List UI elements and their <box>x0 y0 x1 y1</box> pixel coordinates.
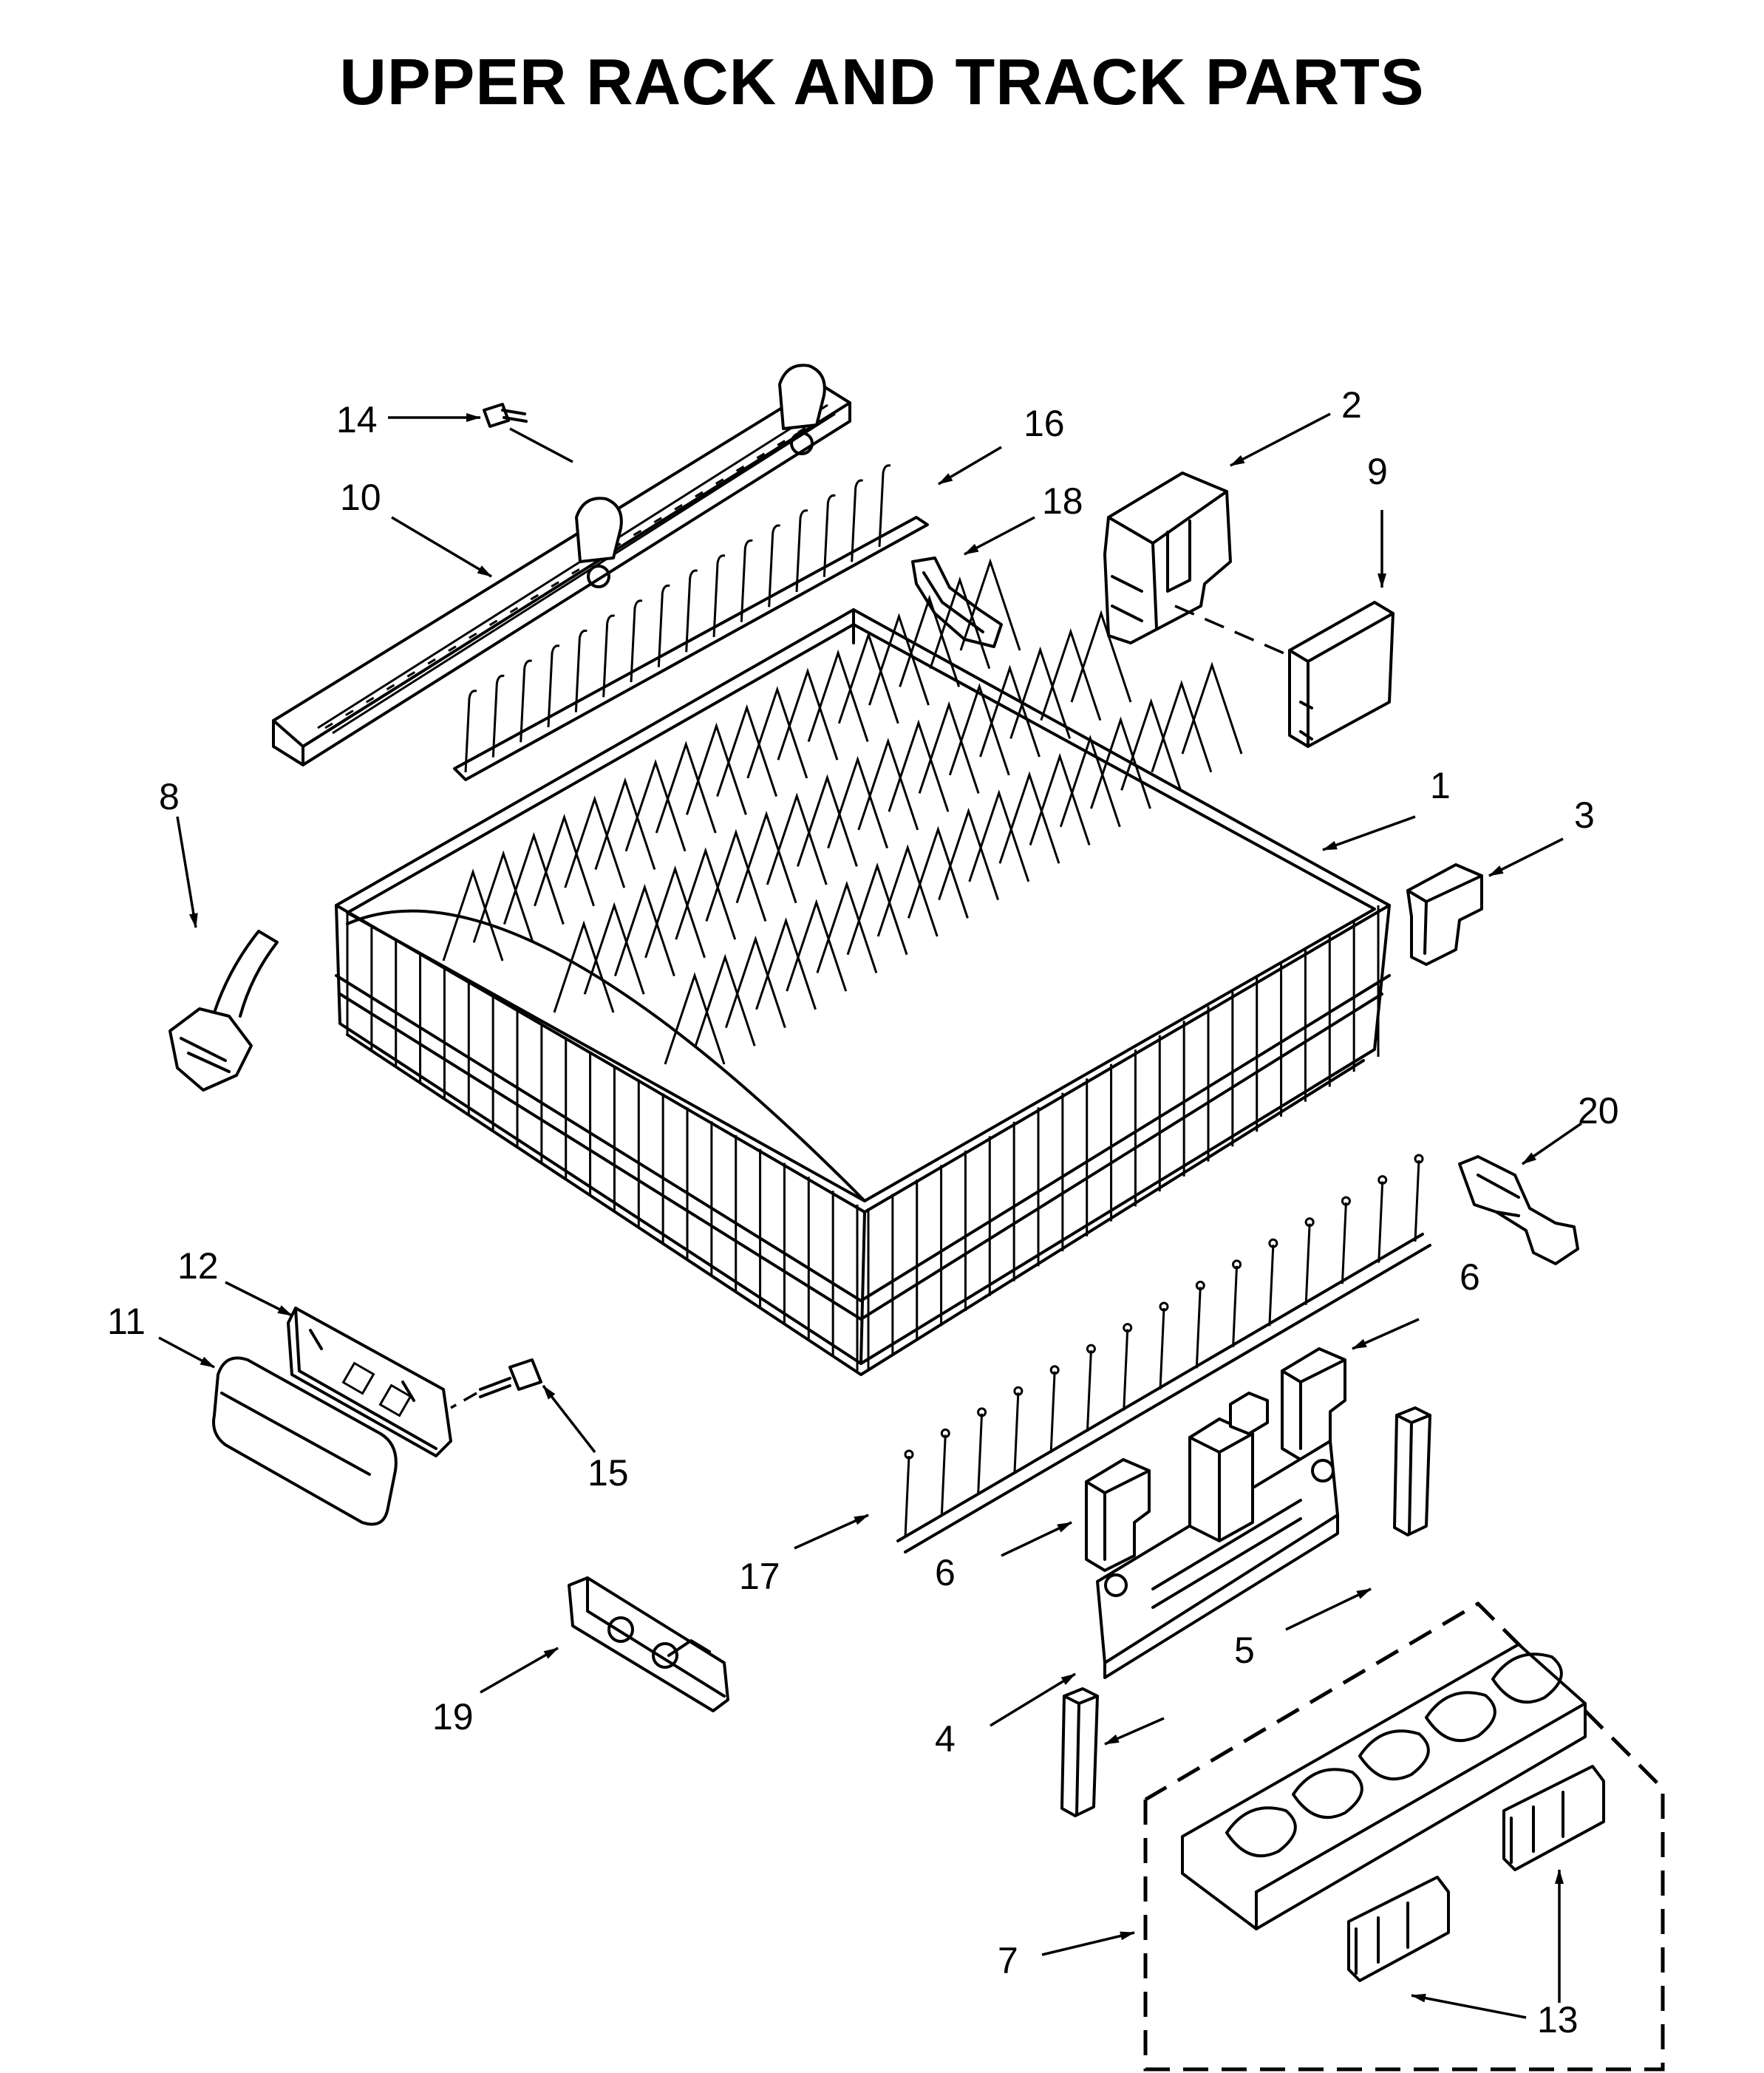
callout-6-right: 6 <box>1460 1256 1480 1298</box>
callout-1: 1 <box>1430 765 1451 806</box>
callout-9: 9 <box>1367 451 1388 492</box>
callout-19: 19 <box>432 1696 474 1737</box>
callout-12: 12 <box>177 1245 219 1287</box>
callout-17: 17 <box>739 1556 780 1597</box>
part-9-cover <box>1288 601 1394 748</box>
callout-14: 14 <box>336 399 378 440</box>
part-17-tine-row <box>896 1154 1431 1553</box>
part-12-handle-base <box>287 1307 452 1457</box>
part-14-screw <box>483 403 528 428</box>
callout-labels: 1 2 3 4 5 6 6 7 8 9 10 11 12 13 14 15 16… <box>107 384 1619 2040</box>
part-13-clip-right <box>1502 1765 1605 1871</box>
part-3-bracket <box>1406 863 1483 966</box>
part-1-rack-basket <box>335 558 1391 1376</box>
callout-6-left: 6 <box>935 1552 956 1593</box>
part-10-track-rail <box>272 364 851 766</box>
part-19-bracket <box>568 1576 729 1712</box>
callout-2: 2 <box>1341 384 1362 426</box>
callout-20: 20 <box>1578 1090 1619 1131</box>
diagram-title: UPPER RACK AND TRACK PARTS <box>339 45 1425 118</box>
callout-15: 15 <box>588 1452 629 1494</box>
part-8-clip <box>168 930 279 1092</box>
callout-16: 16 <box>1024 403 1065 444</box>
callout-5: 5 <box>1234 1630 1255 1671</box>
part-2-adjuster-housing <box>1103 472 1232 644</box>
callout-4: 4 <box>935 1718 956 1760</box>
leader-lines <box>158 412 1582 2019</box>
part-13-clip-left <box>1347 1876 1450 1982</box>
callout-3: 3 <box>1574 794 1595 836</box>
callout-10: 10 <box>340 477 381 518</box>
part-16-tine-row <box>453 464 929 781</box>
callout-8: 8 <box>159 776 180 817</box>
part-11-handle-cover <box>212 1356 398 1526</box>
callout-7: 7 <box>998 1940 1018 1981</box>
part-6-guide-right <box>1281 1347 1346 1461</box>
part-15-screw <box>479 1358 542 1398</box>
part-6-guide-left <box>1085 1458 1151 1572</box>
part-4-adjuster-assembly <box>1096 1392 1339 1679</box>
part-5-slider-left <box>1060 1687 1099 1817</box>
callout-13: 13 <box>1537 1999 1579 2040</box>
part-20-clip <box>1458 1155 1579 1265</box>
part-7-group-outline <box>1143 1601 1665 2072</box>
part-5-slider-right <box>1393 1406 1431 1536</box>
callout-18: 18 <box>1042 480 1083 522</box>
part-7-cup-shelf <box>1181 1643 1587 1930</box>
callout-11: 11 <box>107 1301 146 1342</box>
